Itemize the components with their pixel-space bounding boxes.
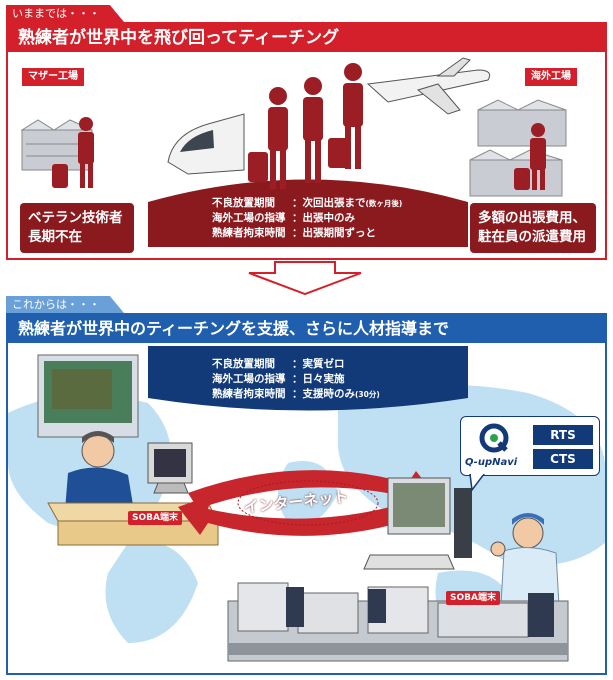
after-banner: 熟練者が世界中のティーチングを支援、さらに人材指導まで [8,315,605,343]
before-left-box: ベテラン技術者 長期不在 [20,203,134,253]
mother-factory-label: マザー工場 [22,68,84,86]
after-info: 不良放置期間：実質ゼロ 海外工場の指導：日々実施 熟練者拘束時間：支援時のみ(3… [212,357,380,402]
cts-badge: CTS [533,449,593,469]
left-box-line-2: 長期不在 [28,229,82,245]
travelers-center [248,63,363,189]
after-info-row: 不良放置期間：実質ゼロ [212,358,345,370]
production-line [227,582,569,662]
right-box-line-1: 多額の出張費用、 [478,210,586,226]
traveler-left [52,117,94,188]
overseas-factory-label: 海外工場 [525,68,577,86]
expert-screen [37,354,139,438]
right-box-line-2: 駐在員の派遣費用 [478,229,586,245]
bullet-train [167,113,245,175]
q-upnavi-bubble: Q-upNavi RTS CTS [460,416,600,476]
before-info-row: 海外工場の指導：出張中のみ [212,212,355,224]
after-info-row: 海外工場の指導：日々実施 [212,373,345,385]
before-illustration [20,57,567,247]
bubble-tail-icon [469,474,485,492]
after-info-row: 熟練者拘束時間：支援時のみ(30分) [212,388,380,400]
section-tab-before: いままでは・・・ [6,5,124,22]
section-tab-after: これからは・・・ [6,296,124,313]
before-info-row: 熟練者拘束時間：出張期間ずっと [212,227,376,239]
soba-terminal-label-right: SOBA端末 [446,591,500,605]
q-upnavi-text: Q-upNavi [465,457,518,468]
soba-terminal-label-left: SOBA端末 [128,511,182,525]
info-arc-panel [148,346,468,411]
before-banner: 熟練者が世界中を飛び回ってティーチング [8,24,605,52]
airplane [366,57,491,115]
left-box-line-1: ベテラン技術者 [28,210,123,226]
traveler-right [514,123,546,190]
down-arrow-icon [248,261,362,295]
stage-arc [148,179,468,247]
before-info-row: 不良放置期間：次回出張まで(数ヶ月後) [212,197,403,209]
before-right-box: 多額の出張費用、 駐在員の派遣費用 [470,203,596,253]
q-upnavi-logo-icon [479,423,509,453]
before-info: 不良放置期間：次回出張まで(数ヶ月後) 海外工場の指導：出張中のみ 熟練者拘束時… [212,196,402,241]
factory-computer [363,477,472,570]
rts-badge: RTS [533,425,593,445]
internet-arrows [178,470,438,536]
